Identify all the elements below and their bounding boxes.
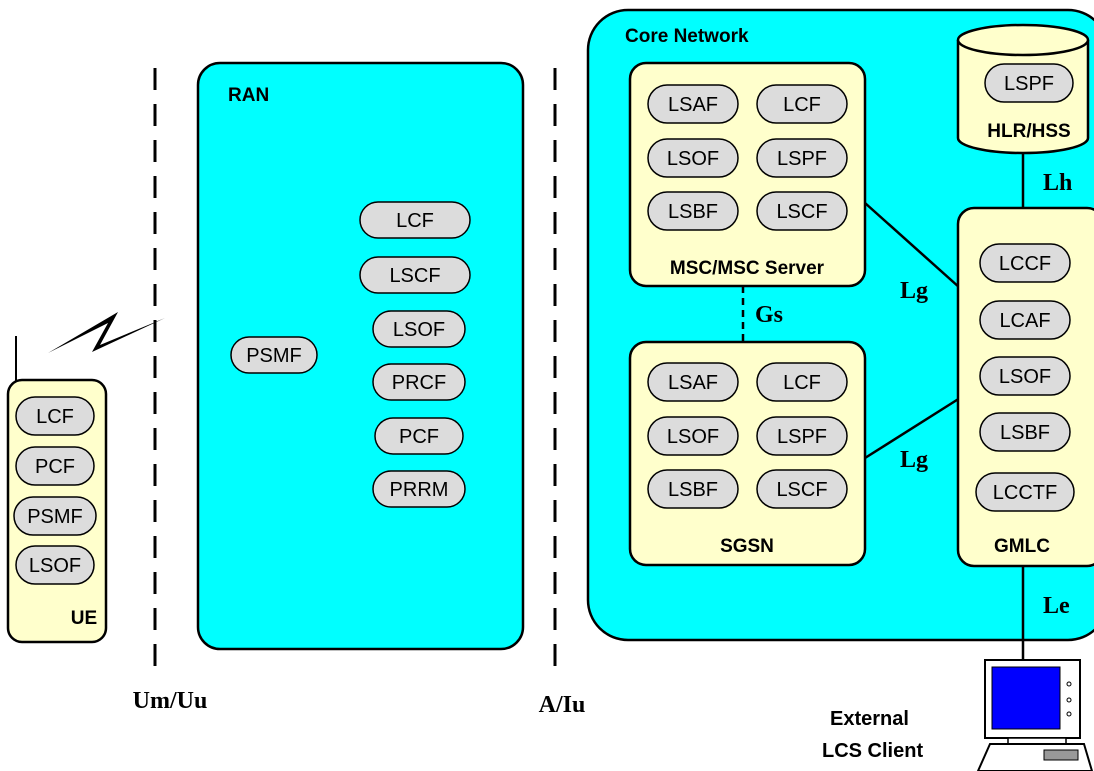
a-iu-interface-label: A/Iu — [539, 692, 586, 718]
um-uu-interface-label: Um/Uu — [133, 688, 208, 714]
hlr-cylinder-top — [956, 23, 1090, 57]
external-client-label-line2: LCS Client — [822, 740, 923, 762]
msc-function-pill — [647, 191, 739, 231]
sgsn-function-label: LSPF — [777, 426, 827, 448]
msc-function-pill — [756, 138, 848, 178]
gmlc-function-pill — [975, 472, 1075, 512]
msc-function-label: LSOF — [667, 148, 719, 170]
lg-msc-interface-label: Lg — [900, 278, 928, 304]
hlr-function-pill — [984, 63, 1074, 103]
ue-label: UE — [71, 608, 97, 629]
ran-region-label: RAN — [228, 85, 269, 106]
ue-function-pill — [15, 396, 95, 436]
gmlc-function-pill — [979, 243, 1071, 283]
sgsn-function-label: LSAF — [668, 372, 718, 394]
gmlc-function-list: LCCF LCAF LSOF LSBF LCCTF — [975, 243, 1075, 512]
ue-function-label: PSMF — [27, 506, 83, 528]
ue-function-label: LCF — [36, 406, 74, 428]
sgsn-function-label: LSOF — [667, 426, 719, 448]
sgsn-function-pill — [756, 416, 848, 456]
ran-function-label: LSOF — [393, 319, 445, 341]
ran-function-label: PRRM — [390, 479, 449, 501]
sgsn-function-label: LSCF — [776, 479, 827, 501]
msc-function-pill — [647, 138, 739, 178]
gmlc-function-label: LCAF — [999, 310, 1050, 332]
lh-interface-label: Lh — [1043, 170, 1072, 196]
msc-function-label: LCF — [783, 94, 821, 116]
ue-function-pill — [13, 496, 97, 536]
gmlc-function-pill — [979, 412, 1071, 452]
sgsn-label: SGSN — [720, 536, 774, 557]
gmlc-function-label: LCCTF — [993, 482, 1057, 504]
radio-link-bolt-icon — [48, 312, 165, 353]
monitor-knob — [1066, 711, 1072, 717]
ue-function-list: LCF PCF PSMF LSOF — [13, 396, 97, 585]
ran-function-pill — [374, 417, 464, 455]
monitor-knob — [1066, 697, 1072, 703]
hlr-label: HLR/HSS — [987, 121, 1070, 142]
monitor-screen — [991, 666, 1061, 730]
msc-function-pill — [756, 191, 848, 231]
sgsn-function-pill — [756, 362, 848, 402]
msc-function-label: LSAF — [668, 94, 718, 116]
gmlc-function-label: LSBF — [1000, 422, 1050, 444]
ue-function-pill — [15, 446, 95, 486]
gmlc-function-label: LCCF — [999, 253, 1051, 275]
lg-sgsn-gmlc-link — [864, 396, 961, 460]
lg-msc-gmlc-link — [864, 202, 961, 289]
ran-function-pill — [359, 201, 471, 239]
sgsn-function-pill — [647, 362, 739, 402]
msc-function-label: LSBF — [668, 201, 718, 223]
msc-label: MSC/MSC Server — [670, 258, 825, 279]
ran-function-label: PRCF — [392, 372, 446, 394]
sgsn-function-pill — [647, 469, 739, 509]
ran-function-label: LCF — [396, 210, 434, 232]
msc-function-list: LSAF LCF LSOF LSPF LSBF LSCF — [647, 84, 848, 231]
gmlc-label: GMLC — [994, 536, 1050, 557]
ran-function-label: LSCF — [389, 265, 440, 287]
hlr-function-label: LSPF — [1004, 73, 1054, 95]
core-network-label: Core Network — [625, 26, 749, 47]
lg-sgsn-interface-label: Lg — [900, 447, 928, 473]
sgsn-function-list: LSAF LCF LSOF LSPF LSBF LSCF — [647, 362, 848, 509]
gs-interface-label: Gs — [755, 302, 783, 328]
le-interface-label: Le — [1043, 593, 1070, 619]
msc-function-label: LSCF — [776, 201, 827, 223]
ran-function-pill — [372, 470, 466, 508]
floppy-drive — [1043, 749, 1079, 761]
ran-function-label: PCF — [399, 426, 439, 448]
ue-function-label: PCF — [35, 456, 75, 478]
sgsn-function-pill — [756, 469, 848, 509]
gmlc-function-pill — [979, 356, 1071, 396]
ran-function-pill — [359, 256, 471, 294]
sgsn-function-label: LSBF — [668, 479, 718, 501]
sgsn-function-pill — [647, 416, 739, 456]
ran-function-list: LCF LSCF LSOF PRCF PCF PRRM — [359, 201, 471, 508]
ran-function-pill — [372, 310, 466, 348]
sgsn-function-label: LCF — [783, 372, 821, 394]
msc-function-label: LSPF — [777, 148, 827, 170]
ran-function-pill — [372, 363, 466, 401]
ue-function-pill — [15, 545, 95, 585]
ran-psmf-pill — [230, 336, 318, 374]
msc-function-pill — [647, 84, 739, 124]
gmlc-function-pill — [979, 300, 1071, 340]
computer-icon — [976, 659, 1094, 771]
gmlc-function-label: LSOF — [999, 366, 1051, 388]
msc-function-pill — [756, 84, 848, 124]
ue-function-label: LSOF — [29, 555, 81, 577]
external-client-label-line1: External — [830, 708, 909, 730]
monitor-knob — [1066, 681, 1072, 687]
ran-psmf-label: PSMF — [246, 345, 302, 367]
